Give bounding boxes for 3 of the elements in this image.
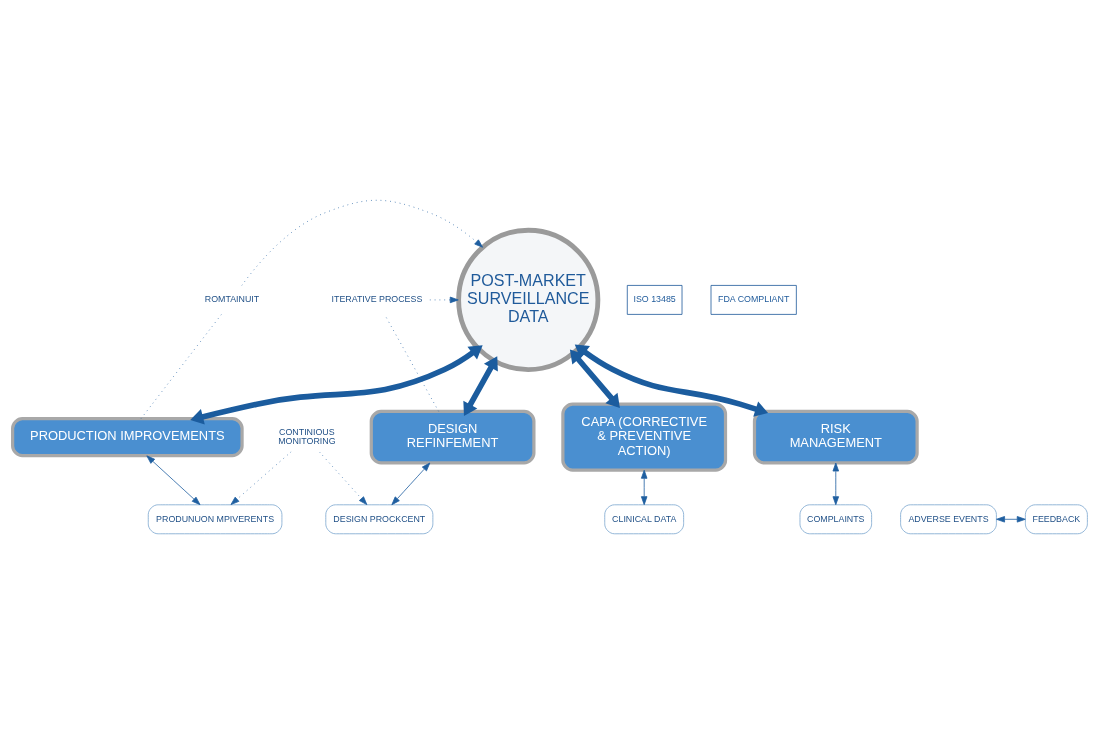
node-text: ROMTAINUIT: [204, 293, 260, 304]
node-text: CONTINIOUS MONITORING: [278, 426, 336, 446]
node-text: ITERATIVE PROCESS: [331, 293, 423, 304]
